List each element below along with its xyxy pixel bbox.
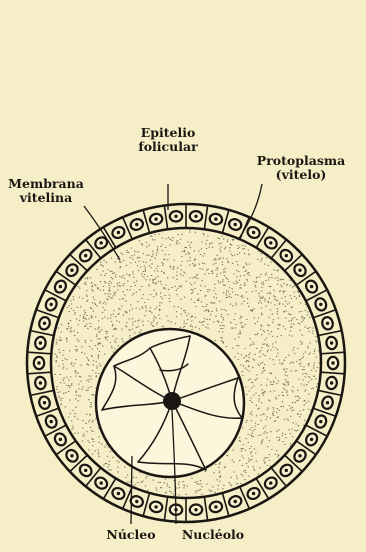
cell-wall bbox=[222, 493, 228, 516]
label-membrana-line2: vitelina bbox=[20, 190, 72, 205]
cell-dot bbox=[234, 500, 237, 503]
cell-wall bbox=[318, 390, 341, 395]
cell-dot bbox=[37, 361, 40, 364]
cell-dot bbox=[285, 469, 288, 472]
label-nucleo: Núcleo bbox=[98, 528, 164, 542]
cell-wall bbox=[321, 372, 345, 374]
label-protoplasma: Protoplasma (vitelo) bbox=[238, 154, 364, 182]
cell-dot bbox=[285, 254, 288, 257]
cell-dot bbox=[100, 241, 103, 244]
cell-wall bbox=[204, 497, 207, 521]
cell-dot bbox=[194, 215, 197, 218]
cell-dot bbox=[50, 420, 53, 423]
cell-dot bbox=[269, 481, 272, 484]
label-membrana-line1: Membrana bbox=[8, 176, 84, 191]
nucleolus bbox=[163, 392, 181, 410]
cell-wall bbox=[204, 205, 207, 229]
cell-dot bbox=[214, 217, 217, 220]
cell-dot bbox=[117, 231, 120, 234]
cell-dot bbox=[319, 303, 322, 306]
cell-dot bbox=[269, 241, 272, 244]
cell-dot bbox=[252, 231, 255, 234]
cell-dot bbox=[234, 223, 237, 226]
cell-dot bbox=[154, 505, 157, 508]
label-epitelio-folicular: Epitelio folicular bbox=[118, 126, 218, 154]
cell-wall bbox=[164, 205, 167, 229]
cell-wall bbox=[30, 331, 53, 336]
cell-dot bbox=[326, 401, 329, 404]
cell-dot bbox=[326, 322, 329, 325]
label-epitelio-line1: Epitelio bbox=[141, 125, 196, 140]
label-nucleolo: Nucléolo bbox=[172, 528, 254, 542]
cell-wall bbox=[27, 372, 51, 374]
cell-dot bbox=[330, 341, 333, 344]
cell-dot bbox=[39, 341, 42, 344]
cell-dot bbox=[70, 269, 73, 272]
cell-dot bbox=[310, 438, 313, 441]
cell-dot bbox=[298, 454, 301, 457]
cell-dot bbox=[84, 254, 87, 257]
cell-wall bbox=[36, 408, 59, 416]
cell-dot bbox=[70, 454, 73, 457]
cell-wall bbox=[27, 352, 51, 354]
cell-dot bbox=[135, 500, 138, 503]
cell-dot bbox=[59, 438, 62, 441]
cell-dot bbox=[50, 303, 53, 306]
cell-dot bbox=[43, 401, 46, 404]
cell-dot bbox=[117, 492, 120, 495]
cell-dot bbox=[310, 285, 313, 288]
cell-wall bbox=[143, 210, 149, 233]
cell-wall bbox=[318, 331, 341, 336]
cell-wall bbox=[30, 390, 53, 395]
cell-wall bbox=[36, 310, 59, 318]
cell-dot bbox=[298, 269, 301, 272]
cell-dot bbox=[59, 285, 62, 288]
cell-dot bbox=[330, 381, 333, 384]
cell-dot bbox=[214, 505, 217, 508]
cell-wall bbox=[313, 310, 336, 318]
cell-wall bbox=[164, 497, 167, 521]
cell-dot bbox=[194, 508, 197, 511]
cell-dot bbox=[319, 420, 322, 423]
label-protoplasma-line1: Protoplasma bbox=[257, 153, 345, 168]
label-protoplasma-line2: (vitelo) bbox=[276, 167, 327, 182]
cell-dot bbox=[39, 381, 42, 384]
label-membrana-vitelina: Membrana vitelina bbox=[4, 177, 88, 205]
cell-wall bbox=[222, 210, 228, 233]
cell-wall bbox=[143, 493, 149, 516]
cell-dot bbox=[174, 215, 177, 218]
cell-dot bbox=[84, 469, 87, 472]
cell-wall bbox=[321, 352, 345, 354]
cell-dot bbox=[43, 322, 46, 325]
cell-dot bbox=[252, 492, 255, 495]
cell-dot bbox=[100, 481, 103, 484]
cell-dot bbox=[154, 217, 157, 220]
cell-dot bbox=[331, 361, 334, 364]
label-epitelio-line2: folicular bbox=[138, 139, 197, 154]
cell-wall bbox=[313, 408, 336, 416]
cell-dot bbox=[135, 223, 138, 226]
